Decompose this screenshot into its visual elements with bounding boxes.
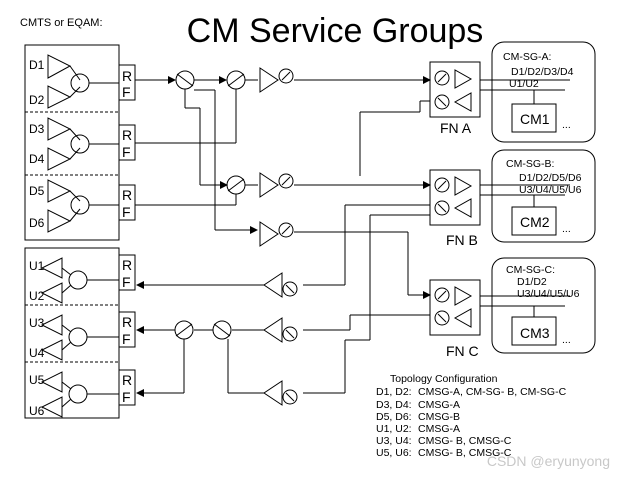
sg-c-more: ...: [562, 334, 571, 346]
rf-label-f: F: [122, 84, 131, 100]
fiber-node-c: [429, 279, 570, 336]
upstream-block: [24, 247, 136, 419]
topology-ports: D5, D6:: [376, 411, 412, 423]
sg-a-name: CM-SG-A:: [503, 51, 551, 63]
topology-ports: D1, D2:: [376, 386, 412, 398]
sg-b-cm: CM2: [520, 214, 550, 230]
port-label-d3: D3: [29, 122, 45, 136]
fiber-node-c-label: FN C: [446, 343, 479, 359]
topology-ports: U3, U4:: [376, 435, 412, 447]
sg-b-name: CM-SG-B:: [506, 158, 554, 170]
sg-c-cm: CM3: [520, 325, 550, 341]
topology-groups: CMSG-A, CM-SG- B, CM-SG-C: [418, 386, 567, 398]
downstream-lasers: [259, 67, 431, 299]
rf-label-f: F: [122, 204, 131, 220]
port-label-u3: U3: [29, 316, 45, 330]
upstream-network: [136, 100, 430, 406]
topology-configuration: Topology Configuration D1, D2: CMSG-A, C…: [376, 373, 567, 459]
cmts-label: CMTS or EQAM:: [20, 17, 103, 29]
port-label-u1: U1: [29, 259, 45, 273]
page-title: CM Service Groups: [187, 12, 484, 50]
fiber-node-b-label: FN B: [446, 232, 478, 248]
rf-label-f: F: [122, 331, 131, 347]
downstream-network: [135, 70, 258, 234]
topology-ports: U5, U6:: [376, 447, 412, 459]
port-label-d1: D1: [29, 58, 45, 72]
topology-groups: CMSG-A: [418, 399, 460, 411]
service-group-a: CM-SG-A: D1/D2/D3/D4 U1/U2 CM1 ...: [491, 41, 596, 143]
fiber-node-a: [429, 61, 570, 118]
topology-groups: CMSG-B: [418, 411, 460, 423]
sg-c-name: CM-SG-C:: [506, 264, 555, 276]
fiber-node-a-label: FN A: [440, 120, 472, 136]
rf-label-f: F: [122, 389, 131, 405]
topology-heading: Topology Configuration: [390, 373, 498, 385]
rf-label-r: R: [122, 314, 132, 330]
port-label-d4: D4: [29, 152, 45, 166]
service-group-b: CM-SG-B: D1/D2/D5/D6 U3/U4/U5/U6 CM2 ...: [491, 149, 596, 243]
sg-c-upstream: U3/U4/U5/U6: [517, 288, 580, 300]
topology-ports: U1, U2:: [376, 423, 412, 435]
port-label-d5: D5: [29, 184, 45, 198]
rf-label-r: R: [122, 127, 132, 143]
rf-label-f: F: [122, 274, 131, 290]
rf-label-f: F: [122, 144, 131, 160]
rf-label-r: R: [122, 187, 132, 203]
port-label-u2: U2: [29, 289, 45, 303]
sg-b-downstream: D1/D2/D5/D6: [519, 172, 582, 184]
downstream-modulators: [47, 54, 119, 233]
port-label-d2: D2: [29, 93, 45, 107]
port-label-d6: D6: [29, 216, 45, 230]
sg-b-upstream: U3/U4/U5/U6: [519, 184, 582, 196]
rf-label-r: R: [122, 68, 132, 84]
port-label-u6: U6: [29, 404, 45, 418]
sg-b-more: ...: [562, 223, 571, 235]
rf-label-r: R: [122, 257, 132, 273]
sg-a-cm: CM1: [520, 111, 550, 127]
upstream-demodulators: [40, 257, 119, 418]
rf-label-r: R: [122, 372, 132, 388]
sg-c-downstream: D1/D2: [517, 276, 547, 288]
sg-a-more: ...: [562, 119, 571, 131]
port-label-u4: U4: [29, 346, 45, 360]
service-group-c: CM-SG-C: D1/D2 U3/U4/U5/U6 CM3 ...: [491, 257, 596, 354]
fiber-node-b: [429, 169, 570, 226]
topology-ports: D3, D4:: [376, 399, 412, 411]
topology-groups: CMSG-A: [418, 423, 460, 435]
sg-a-upstream: U1/U2: [509, 78, 539, 90]
topology-groups: CMSG- B, CMSG-C: [418, 435, 512, 447]
port-label-u5: U5: [29, 373, 45, 387]
sg-a-downstream: D1/D2/D3/D4: [511, 66, 574, 78]
watermark: CSDN @eryunyong: [487, 453, 610, 469]
topology-groups: CMSG- B, CMSG-C: [418, 447, 512, 459]
